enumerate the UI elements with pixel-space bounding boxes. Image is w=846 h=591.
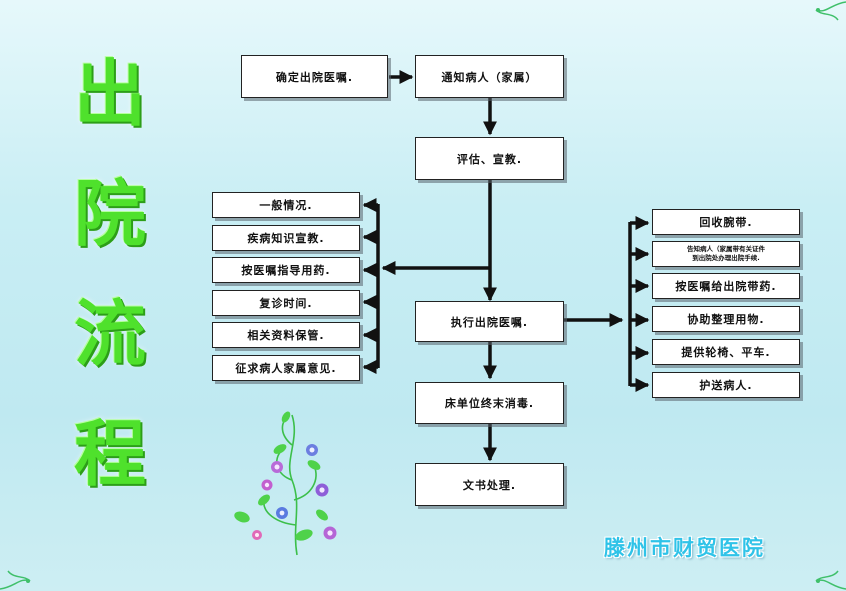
right-item-escort-patient: 护送病人. bbox=[652, 372, 800, 398]
corner-vine-top-right bbox=[815, 1, 846, 21]
step-confirm-discharge-order: 确定出院医嘱. bbox=[241, 55, 388, 98]
step-document-processing: 文书处理. bbox=[415, 463, 564, 506]
title-char: 院 bbox=[73, 172, 146, 256]
hospital-name: 滕州市财贸医院 bbox=[604, 536, 765, 560]
right-item-provide-wheelchair: 提供轮椅、平车. bbox=[652, 339, 800, 365]
title-char: 出 bbox=[73, 52, 146, 136]
title-char: 流 bbox=[73, 292, 146, 376]
step-assess-educate: 评估、宣教. bbox=[415, 137, 564, 180]
step-execute-discharge-order: 执行出院医嘱. bbox=[415, 301, 564, 342]
right-item-collect-wristband: 回收腕带. bbox=[652, 209, 800, 235]
inform-line-1: 告知病人（家属带有关证件 bbox=[687, 244, 765, 253]
page-title: 出 院 流 程 bbox=[55, 58, 165, 538]
corner-vine-bottom-left bbox=[0, 570, 31, 590]
left-item-family-feedback: 征求病人家属意见. bbox=[212, 355, 360, 381]
left-item-records-keeping: 相关资料保管. bbox=[212, 322, 360, 348]
step-disinfect-bed: 床单位终末消毒. bbox=[415, 382, 564, 424]
title-char: 程 bbox=[73, 412, 146, 496]
corner-vine-bottom-right bbox=[815, 570, 846, 590]
right-item-inform-discharge-procedures: 告知病人（家属带有关证件 到出院处办理出院手续. bbox=[652, 241, 800, 267]
left-item-general-condition: 一般情况. bbox=[212, 192, 360, 218]
right-item-organize-belongings: 协助整理用物. bbox=[652, 306, 800, 332]
left-item-medication-guidance: 按医嘱指导用药. bbox=[212, 257, 360, 283]
left-item-follow-up-time: 复诊时间. bbox=[212, 290, 360, 316]
right-item-discharge-medication: 按医嘱给出院带药. bbox=[652, 273, 800, 299]
inform-line-2: 到出院处办理出院手续. bbox=[692, 254, 760, 262]
step-notify-patient: 通知病人（家属） bbox=[415, 55, 564, 98]
flower-decoration bbox=[234, 411, 337, 556]
left-item-disease-education: 疾病知识宣教. bbox=[212, 225, 360, 251]
